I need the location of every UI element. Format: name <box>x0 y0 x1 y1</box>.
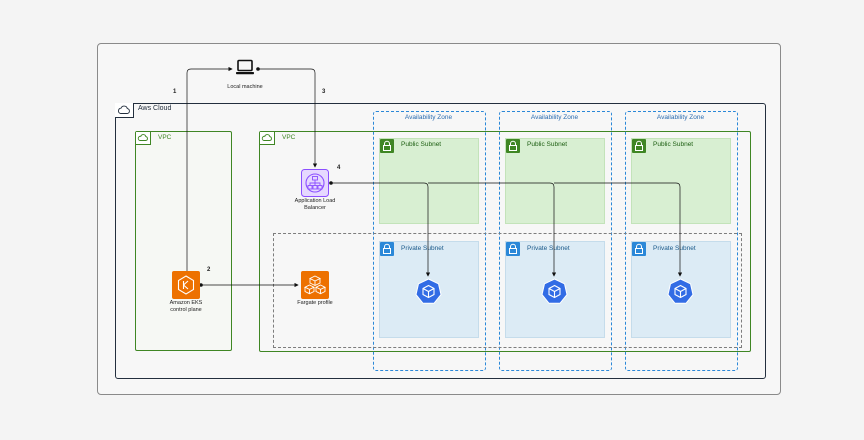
local-machine-label: Local machine <box>227 84 263 90</box>
cloud-badge <box>115 103 134 118</box>
lock-icon <box>632 242 646 256</box>
vpc-left-label: VPC <box>158 134 172 141</box>
vpc-badge <box>136 132 151 145</box>
step-number: 3 <box>322 89 326 95</box>
vpc-badge <box>260 132 275 145</box>
fargate-icon <box>301 271 329 299</box>
private-subnet-label: Private Subnet <box>653 245 696 252</box>
cloud-icon <box>118 105 130 114</box>
availability-zone-label: Availability Zone <box>530 114 579 121</box>
alb-label-line1: Application Load <box>294 198 336 204</box>
eks-label-line1: Amazon EKS <box>169 300 203 306</box>
fargate-group <box>273 233 742 348</box>
fargate-label: Fargate profile <box>297 300 333 306</box>
availability-zone-label: Availability Zone <box>656 114 705 121</box>
lock-icon <box>632 139 646 153</box>
eks-icon <box>172 271 200 299</box>
step-number: 4 <box>337 165 341 171</box>
laptop-icon <box>236 59 254 75</box>
lock-icon <box>380 139 394 153</box>
eks-label: Amazon EKS control plane <box>150 300 222 314</box>
aws-cloud-label: Aws Cloud <box>138 105 172 112</box>
vpc-icon <box>261 134 272 141</box>
kubernetes-pod-icon <box>541 278 568 304</box>
vpc-icon <box>137 134 148 141</box>
private-subnet-label: Private Subnet <box>527 245 570 252</box>
public-subnet-2 <box>505 138 605 224</box>
vpc-right <box>259 131 751 352</box>
public-subnet-label: Public Subnet <box>527 141 568 148</box>
kubernetes-pod-icon <box>667 278 694 304</box>
eks-label-line2: control plane <box>170 307 202 313</box>
lock-icon <box>506 242 520 256</box>
availability-zone-1 <box>373 111 486 371</box>
public-subnet-1 <box>379 138 479 224</box>
alb-label: Application Load Balancer <box>280 198 350 212</box>
lock-icon <box>380 242 394 256</box>
public-subnet-3 <box>631 138 731 224</box>
vpc-left <box>135 131 232 351</box>
private-subnet-label: Private Subnet <box>401 245 444 252</box>
lock-icon <box>506 139 520 153</box>
public-subnet-label: Public Subnet <box>653 141 694 148</box>
availability-zone-3 <box>625 111 738 371</box>
availability-zone-2 <box>499 111 612 371</box>
alb-label-line2: Balancer <box>304 205 326 211</box>
availability-zone-label: Availability Zone <box>404 114 453 121</box>
kubernetes-pod-icon <box>415 278 442 304</box>
step-number: 2 <box>207 267 211 273</box>
vpc-right-label: VPC <box>282 134 296 141</box>
public-subnet-label: Public Subnet <box>401 141 442 148</box>
load-balancer-icon <box>301 169 329 197</box>
step-number: 1 <box>173 89 177 95</box>
